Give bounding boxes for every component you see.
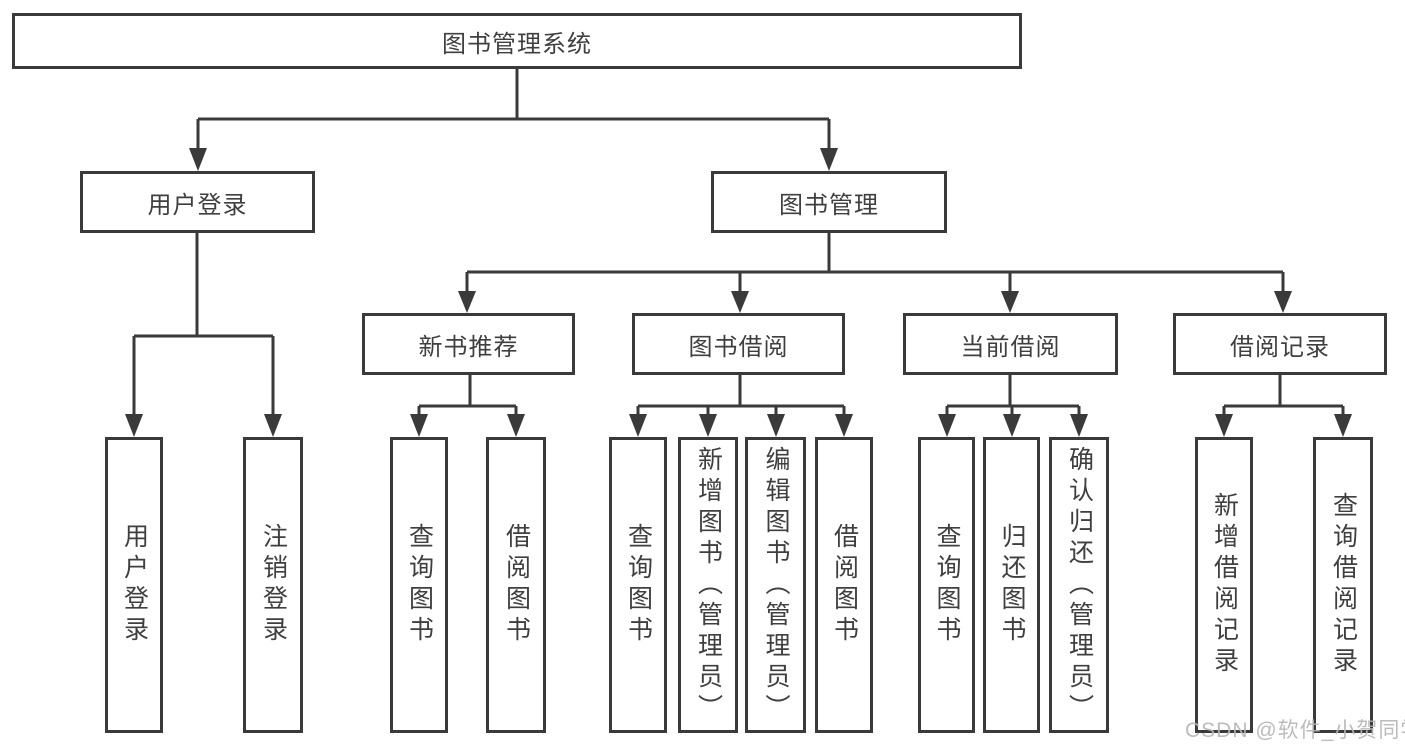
node-borrowing-records: 借阅记录 [1173, 313, 1387, 375]
node-book-management-label: 图书管理 [779, 191, 879, 219]
node-book-borrowing: 图书借阅 [632, 313, 845, 375]
node-borrowing-records-label: 借阅记录 [1230, 333, 1330, 361]
csdn-watermark: CSDN @软件_小贺同学 [1185, 719, 1405, 742]
node-leaf-confirm-return-admin: 确认归还（管理员） [1049, 437, 1109, 733]
node-leaf-borrowing-borrow-books: 借阅图书 [815, 437, 873, 733]
node-leaf-newbook-borrow-books: 借阅图书 [486, 437, 546, 733]
node-leaf-confirm-return-admin-label: 确认归还（管理员） [1065, 445, 1094, 725]
node-leaf-newbook-query-books-label: 查询图书 [405, 523, 434, 647]
node-leaf-newbook-borrow-books-label: 借阅图书 [502, 523, 531, 647]
node-user-login-label: 用户登录 [147, 191, 248, 219]
node-leaf-borrowing-query-books-label: 查询图书 [624, 523, 653, 647]
node-leaf-query-borrow-record-label: 查询借阅记录 [1329, 492, 1358, 678]
node-current-borrowing-label: 当前借阅 [960, 333, 1061, 361]
node-leaf-user-login: 用户登录 [105, 437, 163, 733]
node-root-system: 图书管理系统 [12, 13, 1022, 69]
node-leaf-edit-book-admin: 编辑图书（管理员） [745, 437, 806, 733]
node-leaf-add-book-admin-label: 新增图书（管理员） [694, 445, 723, 725]
arrowheads [125, 148, 1352, 437]
node-leaf-query-borrow-record: 查询借阅记录 [1313, 437, 1373, 733]
node-leaf-add-borrow-record-label: 新增借阅记录 [1210, 492, 1239, 678]
node-new-book-recommend: 新书推荐 [362, 313, 575, 375]
node-leaf-logout-label: 注销登录 [259, 523, 288, 647]
node-current-borrowing: 当前借阅 [903, 313, 1118, 375]
node-leaf-add-borrow-record: 新增借阅记录 [1195, 437, 1253, 733]
node-leaf-newbook-query-books: 查询图书 [390, 437, 448, 733]
node-leaf-logout: 注销登录 [243, 437, 303, 733]
node-new-book-recommend-label: 新书推荐 [418, 333, 519, 361]
node-leaf-current-query-books-label: 查询图书 [933, 523, 961, 647]
node-leaf-add-book-admin: 新增图书（管理员） [678, 437, 738, 733]
node-leaf-borrowing-query-books: 查询图书 [609, 437, 667, 733]
node-book-management: 图书管理 [711, 171, 947, 233]
node-leaf-edit-book-admin-label: 编辑图书（管理员） [762, 445, 790, 725]
node-leaf-user-login-label: 用户登录 [120, 523, 149, 647]
node-leaf-current-query-books: 查询图书 [918, 437, 975, 733]
node-book-borrowing-label: 图书借阅 [688, 333, 789, 361]
node-leaf-return-books-label: 归还图书 [998, 523, 1026, 647]
node-leaf-borrowing-borrow-books-label: 借阅图书 [830, 523, 859, 647]
node-root-system-label: 图书管理系统 [442, 30, 592, 58]
node-user-login: 用户登录 [80, 171, 315, 233]
node-leaf-return-books: 归还图书 [983, 437, 1040, 733]
